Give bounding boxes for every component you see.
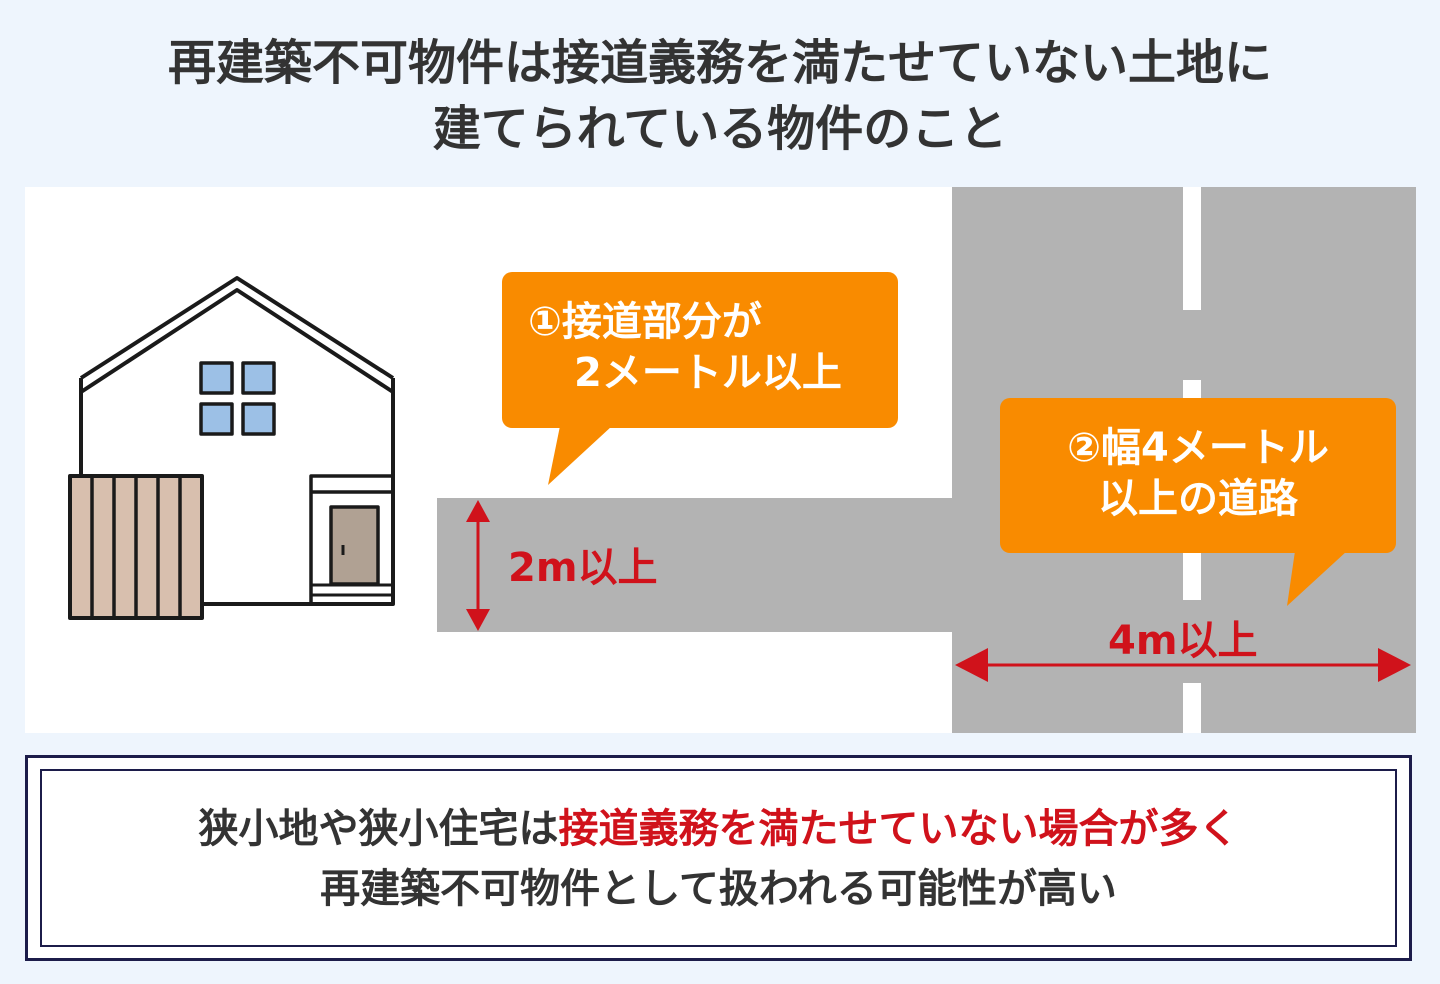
bubble2-tail <box>1287 551 1347 606</box>
callout-driveway-line-1: ①接道部分が <box>528 299 762 345</box>
title-line-1: 再建築不可物件は接道義務を満たせていない土地に <box>167 35 1272 91</box>
house-icon <box>68 276 395 620</box>
driveway-width-label: 2m以上 <box>508 545 658 591</box>
bubble1-tail <box>548 426 612 485</box>
callout-driveway: ①接道部分が 2メートル以上 <box>502 272 898 428</box>
road-center-line <box>1183 683 1201 733</box>
summary-prefix: 狭小地や狭小住宅は <box>198 806 559 852</box>
summary-highlight: 接道義務を満たせていない場合が多く <box>558 806 1239 852</box>
road-center-line <box>1183 187 1201 310</box>
horizontal-dimension-arrow <box>955 648 1411 682</box>
summary-line-2: 再建築不可物件として扱われる可能性が高い <box>320 866 1117 912</box>
vertical-dimension-arrow <box>466 500 490 631</box>
driveway <box>437 498 952 632</box>
callout-road-line-1: ②幅4メートル <box>1067 425 1329 471</box>
summary-line-1: 狭小地や狭小住宅は接道義務を満たせていない場合が多く <box>42 799 1395 859</box>
callout-road-line-2: 以上の道路 <box>1098 476 1298 522</box>
summary-box: 狭小地や狭小住宅は接道義務を満たせていない場合が多く 再建築不可物件として扱われ… <box>25 755 1412 961</box>
callout-road: ②幅4メートル 以上の道路 <box>1000 398 1396 553</box>
road-width-label: 4m以上 <box>1108 618 1258 664</box>
title-line-2: 建てられている物件のこと <box>432 101 1008 157</box>
summary-inner: 狭小地や狭小住宅は接道義務を満たせていない場合が多く 再建築不可物件として扱われ… <box>40 769 1397 947</box>
callout-driveway-line-2: 2メートル以上 <box>574 350 842 396</box>
